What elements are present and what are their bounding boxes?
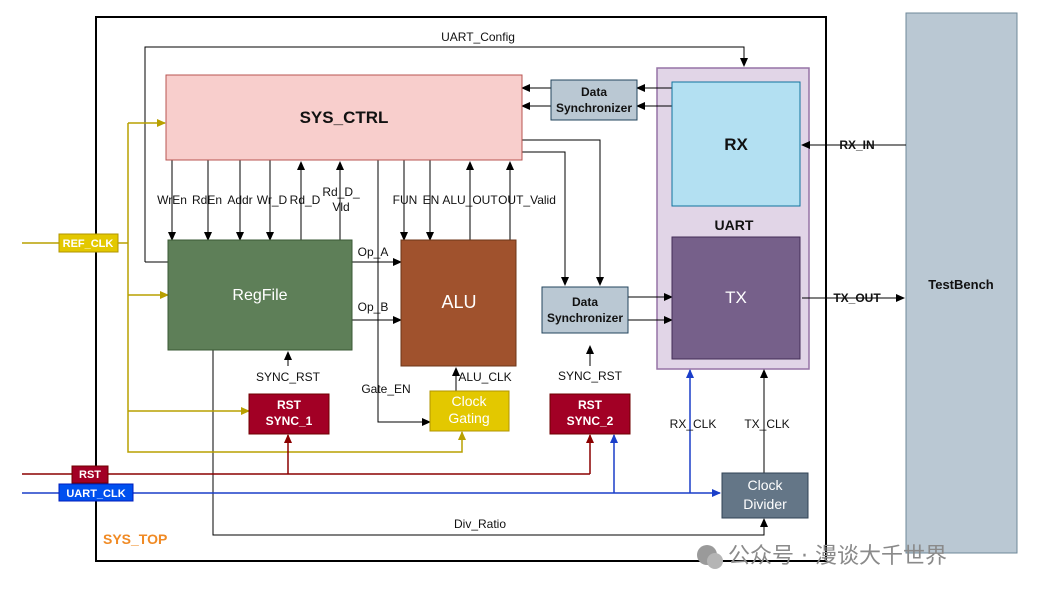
sys-ctrl-label: SYS_CTRL xyxy=(300,108,389,127)
rst-label: RST xyxy=(79,469,101,481)
watermark-text: 公众号 · 漫谈大千世界 xyxy=(728,544,947,569)
rx-clk-label: RX_CLK xyxy=(670,417,717,431)
sys-top-label: SYS_TOP xyxy=(103,531,167,547)
rst-sync-1-block xyxy=(248,393,330,435)
rx-in-label: RX_IN xyxy=(839,138,874,152)
rx-block xyxy=(671,81,801,207)
ref-clk-tag xyxy=(58,233,119,253)
clock-divider-label-1: Clock xyxy=(747,477,783,493)
data-sync-mid-label-1: Data xyxy=(572,295,598,309)
alu-block xyxy=(400,239,517,367)
uart-config-wire xyxy=(144,46,748,262)
testbench-label: TestBench xyxy=(928,277,994,292)
ctrl-to-sync-wire-1 xyxy=(520,139,604,286)
rden-label: RdEn xyxy=(192,193,222,207)
tx-out-label: TX_OUT xyxy=(833,291,881,305)
rd-d-vld-label-2: Vld xyxy=(332,200,349,214)
clock-divider-block xyxy=(721,472,809,519)
op-a-label: Op_A xyxy=(358,245,389,259)
tx-clk-label: TX_CLK xyxy=(744,417,789,431)
gate-en-wire xyxy=(377,160,431,426)
alu-label: ALU xyxy=(441,292,476,312)
testbench-block xyxy=(905,12,1018,554)
wr-d-label: Wr_D xyxy=(257,193,288,207)
rd-d-vld-label-1: Rd_D_ xyxy=(322,185,360,199)
ctrl-to-sync-wire-2 xyxy=(520,151,569,286)
div-ratio-label: Div_Ratio xyxy=(454,517,506,531)
regfile-label: RegFile xyxy=(232,287,287,304)
data-sync-top-block xyxy=(550,79,638,121)
gate-en-label: Gate_EN xyxy=(361,382,410,396)
rd-d-label: Rd_D xyxy=(290,193,321,207)
clock-gating-label-2: Gating xyxy=(448,410,489,426)
rst-sync-2-label-2: SYNC_2 xyxy=(567,414,614,428)
data-sync-top-label-2: Synchronizer xyxy=(556,101,632,115)
rst-sync-2-block xyxy=(549,393,631,435)
op-b-label: Op_B xyxy=(358,300,389,314)
alu-clk-label: ALU_CLK xyxy=(458,370,511,384)
uart-clk-tag xyxy=(58,483,134,502)
clock-gating-block xyxy=(429,390,510,432)
sync-rst-2-label: SYNC_RST xyxy=(558,369,623,383)
wren-label: WrEn xyxy=(157,193,187,207)
uart-clk-label: UART_CLK xyxy=(66,488,125,500)
out-valid-label: OUT_Valid xyxy=(498,193,556,207)
rst-tag xyxy=(71,465,109,484)
div-ratio-wire xyxy=(212,350,768,536)
uart-config-label: UART_Config xyxy=(441,30,515,44)
uart-label: UART xyxy=(715,217,754,233)
data-sync-mid-label-2: Synchronizer xyxy=(547,311,623,325)
rst-sync-2-label-1: RST xyxy=(578,398,603,412)
clock-divider-label-2: Divider xyxy=(743,496,787,512)
rst-sync-1-label-1: RST xyxy=(277,398,302,412)
ref-clk-trunk-wire xyxy=(127,123,466,453)
tx-block xyxy=(671,236,801,360)
watermark: 公众号 · 漫谈大千世界 xyxy=(697,544,947,569)
data-sync-mid-block xyxy=(541,286,629,334)
en-label: EN xyxy=(423,193,440,207)
sys-ctrl-block xyxy=(165,74,523,161)
rst-sync-1-label-2: SYNC_1 xyxy=(266,414,313,428)
fun-label: FUN xyxy=(393,193,418,207)
sys-top-frame xyxy=(95,16,827,562)
ref-clk-label: REF_CLK xyxy=(63,238,114,250)
rx-label: RX xyxy=(724,135,748,154)
alu-out-label: ALU_OUT xyxy=(442,193,498,207)
tx-label: TX xyxy=(725,288,747,307)
addr-label: Addr xyxy=(227,193,252,207)
sync-rst-1-label: SYNC_RST xyxy=(256,370,321,384)
regfile-block xyxy=(167,239,353,351)
data-sync-top-label-1: Data xyxy=(581,85,607,99)
clock-gating-label-1: Clock xyxy=(451,393,487,409)
